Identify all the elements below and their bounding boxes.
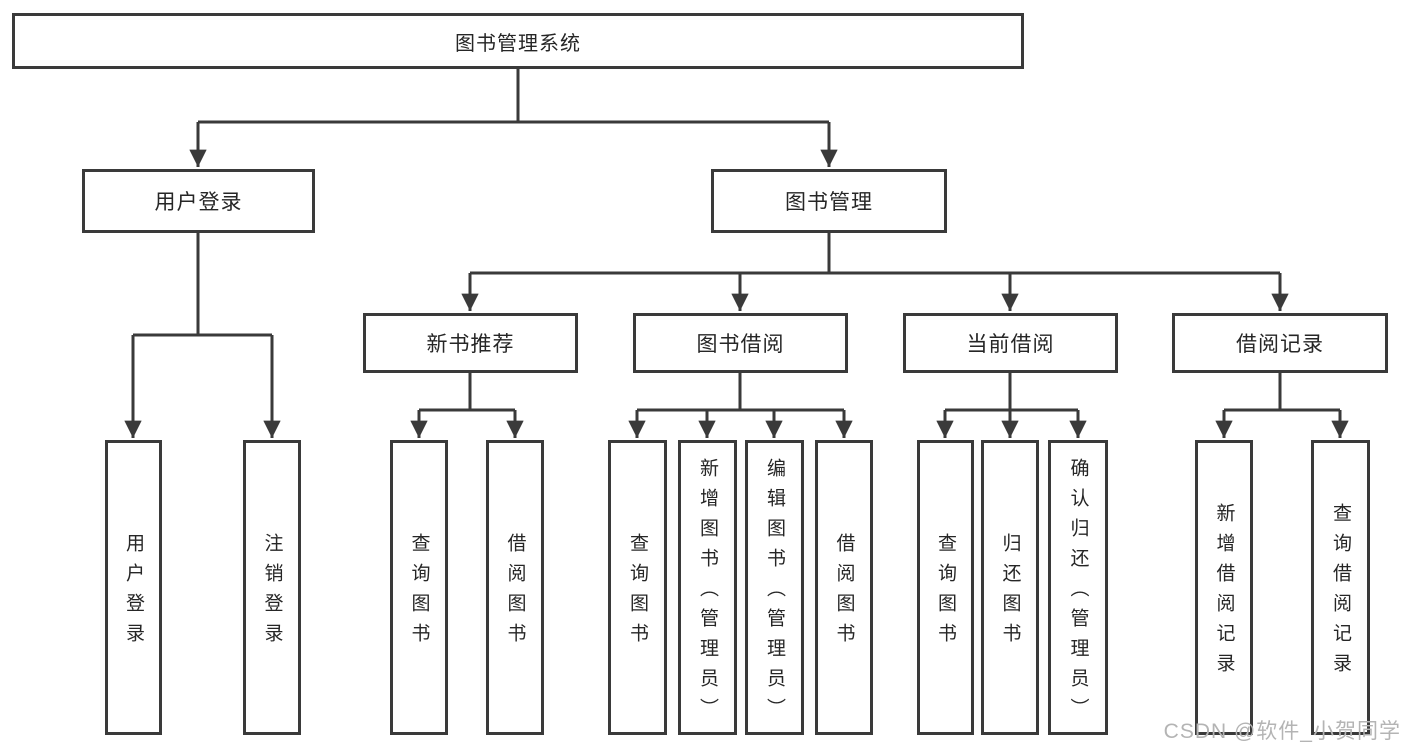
connectors-book-borrow	[628, 373, 853, 438]
node-user-login: 用户登录	[82, 169, 315, 233]
node-book-management: 图书管理	[711, 169, 947, 233]
leaf-borrow-book: 借阅图书	[815, 440, 873, 735]
connectors-book-management	[461, 233, 1289, 311]
leaf-add-book-admin: 新增图书（管理员）	[678, 440, 737, 735]
leaf-logout: 注销登录	[243, 440, 301, 735]
leaf-confirm-return-admin: 确认归还（管理员）	[1048, 440, 1108, 735]
node-root: 图书管理系统	[12, 13, 1024, 69]
leaf-query-borrow-record: 查询借阅记录	[1311, 440, 1370, 735]
watermark: CSDN @软件_小贺同学	[1163, 720, 1401, 743]
connectors-borrow-record	[1215, 373, 1349, 438]
connectors-current-borrow	[936, 373, 1087, 438]
leaf-query-book-recommend: 查询图书	[390, 440, 448, 735]
leaf-edit-book-admin: 编辑图书（管理员）	[745, 440, 804, 735]
node-current-borrow: 当前借阅	[903, 313, 1118, 373]
connectors-root	[189, 69, 838, 167]
leaf-add-borrow-record: 新增借阅记录	[1195, 440, 1253, 735]
leaf-user-login: 用户登录	[105, 440, 162, 735]
connectors-new-book-recommend	[410, 373, 524, 438]
node-new-book-recommend: 新书推荐	[363, 313, 578, 373]
node-borrow-record: 借阅记录	[1172, 313, 1388, 373]
leaf-borrow-book-recommend: 借阅图书	[486, 440, 544, 735]
leaf-return-book: 归还图书	[981, 440, 1039, 735]
node-book-borrow: 图书借阅	[633, 313, 848, 373]
leaf-query-book-current: 查询图书	[917, 440, 974, 735]
leaf-query-book-borrow: 查询图书	[608, 440, 667, 735]
connectors-user-login	[124, 233, 281, 438]
